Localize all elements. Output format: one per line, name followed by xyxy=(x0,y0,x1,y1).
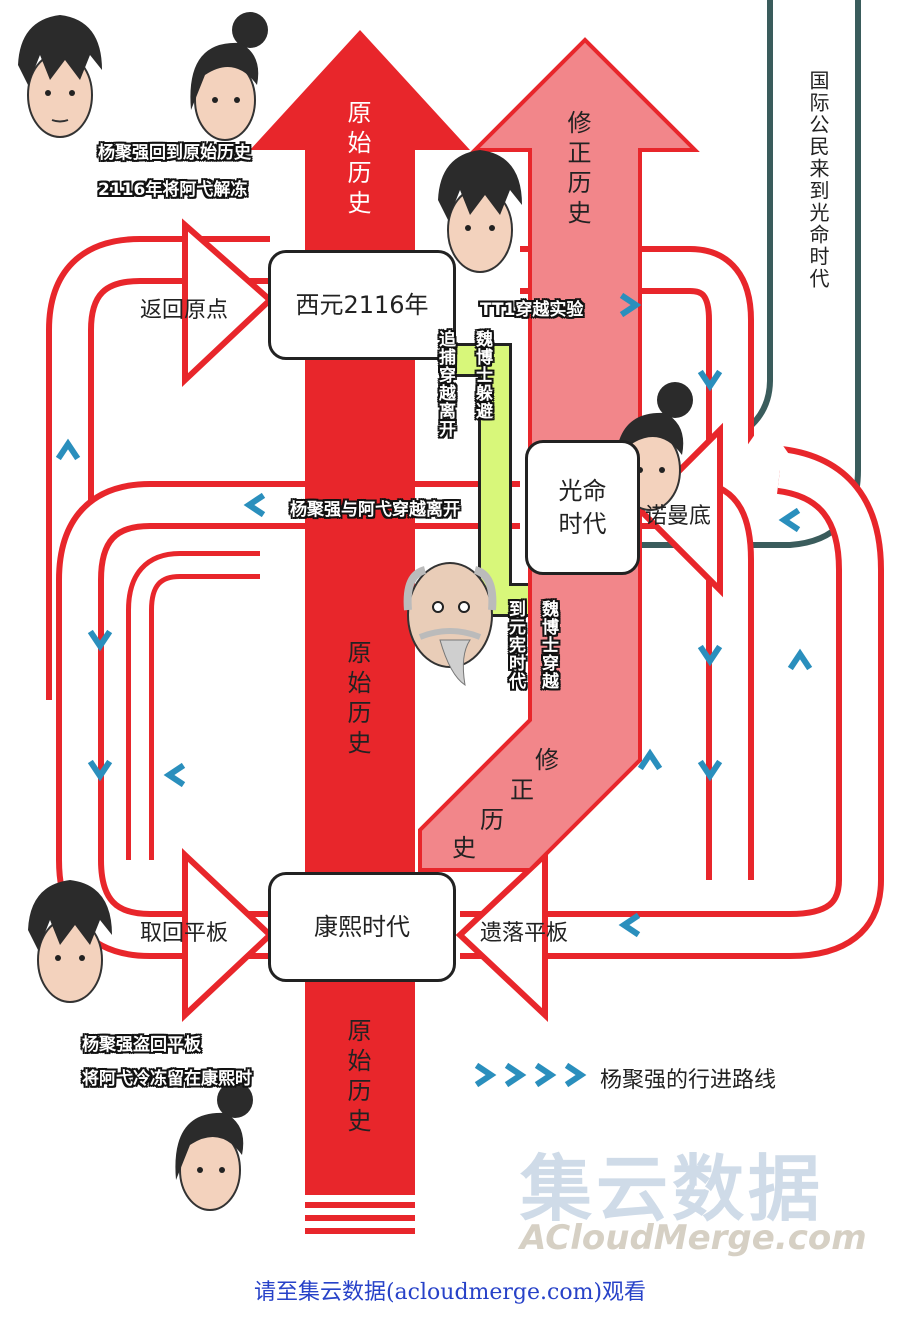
watermark-en: ACloudMerge.com xyxy=(520,1218,867,1258)
arrowhead-lose-tablet xyxy=(455,848,548,1022)
chase-leave-label: 追捕穿越离开 xyxy=(435,330,455,438)
intl-citizens-text: 国际公民来到光命时代 xyxy=(806,70,830,290)
legend-chevrons xyxy=(479,1067,581,1083)
caption-top-left-1: 杨聚强回到原始历史 xyxy=(98,143,251,163)
yang-face-icon xyxy=(438,150,522,273)
retrieve-tablet-label: 取回平板 xyxy=(140,921,229,946)
node-kangxi-label: 康熙时代 xyxy=(314,912,410,941)
revised-diag-char: 历 xyxy=(480,806,504,834)
arrowhead-retrieve-tablet xyxy=(182,848,275,1022)
node-guangming: 光命 时代 xyxy=(525,440,640,575)
tt1-experiment-label: TT1穿越实验 xyxy=(480,300,584,320)
loop-right-outer-inner xyxy=(460,452,878,953)
a-yi-face-icon xyxy=(175,1082,253,1211)
a-yi-face-icon xyxy=(190,12,268,141)
loop-left-mid-inner xyxy=(62,487,520,953)
node-kangxi: 康熙时代 xyxy=(268,872,456,982)
lose-tablet-label: 遗落平板 xyxy=(480,921,569,946)
dr-wei-face-icon xyxy=(403,562,497,687)
yang-face-icon xyxy=(18,15,102,138)
original-history-top-text: 原始历史 xyxy=(343,100,371,220)
to-yuanxian-label: 到元宪时代 xyxy=(505,600,525,690)
footer-text[interactable]: 请至集云数据(acloudmerge.com)观看 xyxy=(253,1280,647,1305)
nuomandi-label: 诺曼底 xyxy=(645,504,712,529)
original-history-bottom-text: 原始历史 xyxy=(343,1018,371,1138)
loop-big-upper-inner xyxy=(520,252,748,470)
node-xiyuan-label: 西元2116年 xyxy=(295,290,429,319)
revised-history-diag-text: 修 正 历 史 xyxy=(440,740,580,862)
original-history-mid-text: 原始历史 xyxy=(343,640,371,760)
wei-hide-label: 魏博士躲避 xyxy=(472,330,492,420)
caption-top-left-2: 2116年将阿弋解冻 xyxy=(98,180,248,200)
caption-bottom-left-2: 将阿弋冷冻留在康熙时 xyxy=(82,1069,252,1089)
node-guangming-label: 光命 时代 xyxy=(558,477,607,538)
legend-text: 杨聚强的行进路线 xyxy=(600,1068,777,1093)
arrowhead-return-origin xyxy=(182,218,275,387)
loop-left-inner-w xyxy=(131,556,260,860)
revised-diag-char: 修 xyxy=(535,746,559,774)
return-origin-label: 返回原点 xyxy=(140,298,229,323)
watermark-cn: 集云数据 xyxy=(520,1147,825,1231)
node-xiyuan-2116: 西元2116年 xyxy=(268,250,456,360)
wei-travel-label: 魏博士穿越 xyxy=(538,600,558,690)
caption-bottom-left-1: 杨聚强盗回平板 xyxy=(82,1035,201,1055)
yang-face-icon xyxy=(28,880,112,1003)
revised-history-top-text: 修正历史 xyxy=(563,110,591,230)
yang-a-leave-label: 杨聚强与阿弋穿越离开 xyxy=(290,500,460,520)
revised-diag-char: 正 xyxy=(510,776,534,804)
revised-diag-char: 史 xyxy=(452,834,476,862)
loop-left-outer-inner xyxy=(52,242,270,700)
arrowhead-loop-right xyxy=(730,420,800,470)
loop-left-inner xyxy=(126,551,260,860)
